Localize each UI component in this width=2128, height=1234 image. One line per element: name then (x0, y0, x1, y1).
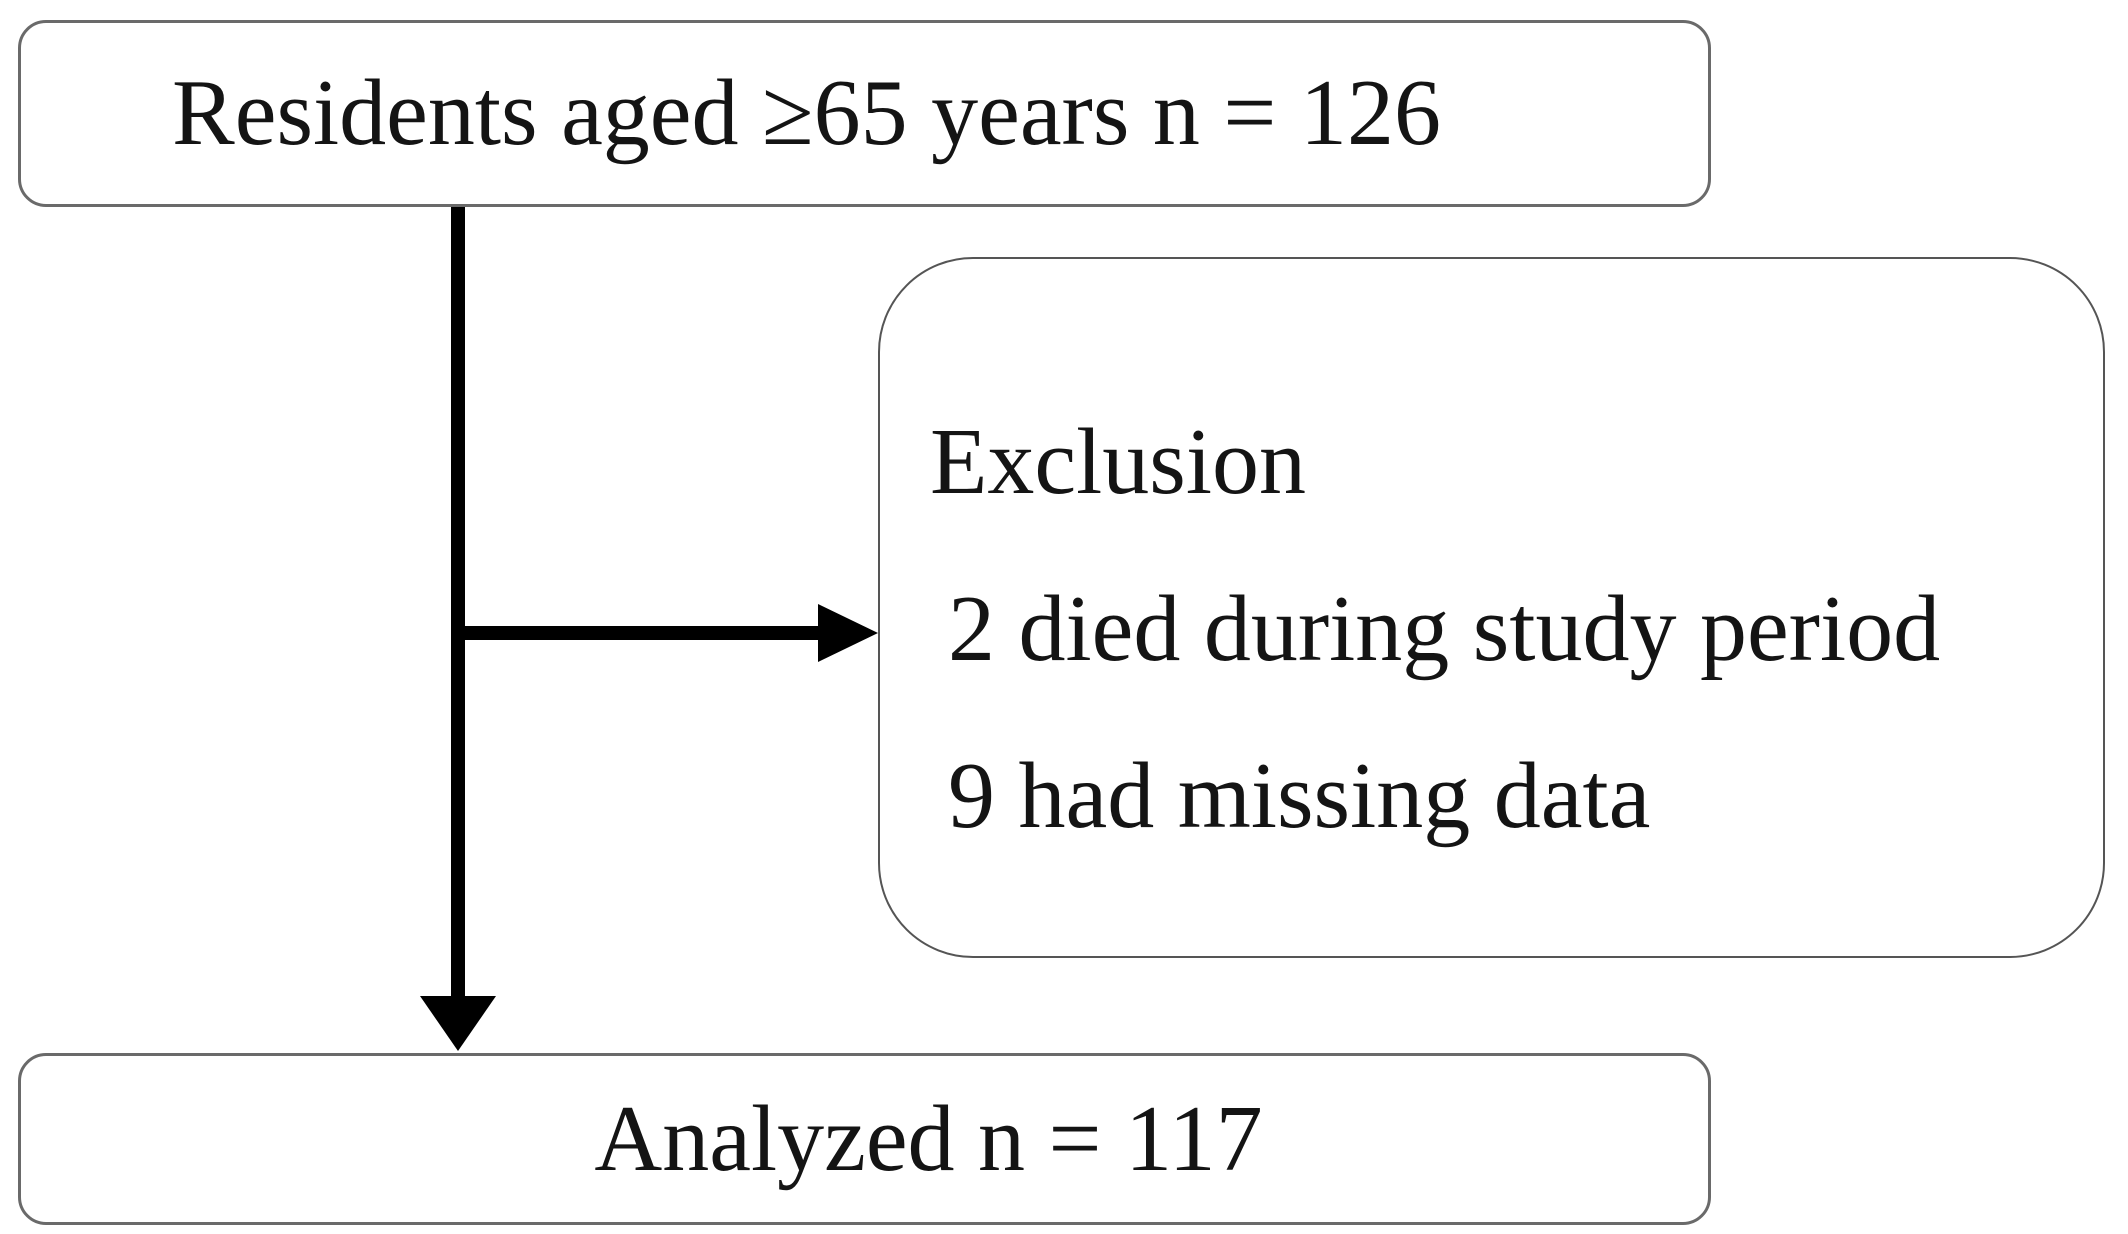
exclusion-item-missing-data: 9 had missing data (948, 744, 1651, 848)
right-arrow-stem (458, 626, 818, 640)
exclusion-item-died: 2 died during study period (948, 577, 1941, 681)
enrollment-box: Residents aged ≥65 years n = 126 (18, 20, 1711, 207)
exclusion-box: Exclusion 2 died during study period 9 h… (878, 257, 2105, 958)
analyzed-box-label: Analyzed n = 117 (594, 1086, 1263, 1191)
enrollment-box-label: Residents aged ≥65 years n = 126 (172, 61, 1441, 166)
exclusion-box-title: Exclusion (930, 410, 1306, 514)
arrow-right-icon (818, 604, 878, 662)
arrow-down-icon (420, 996, 496, 1051)
down-arrow-stem (451, 207, 465, 998)
analyzed-box: Analyzed n = 117 (18, 1053, 1711, 1225)
